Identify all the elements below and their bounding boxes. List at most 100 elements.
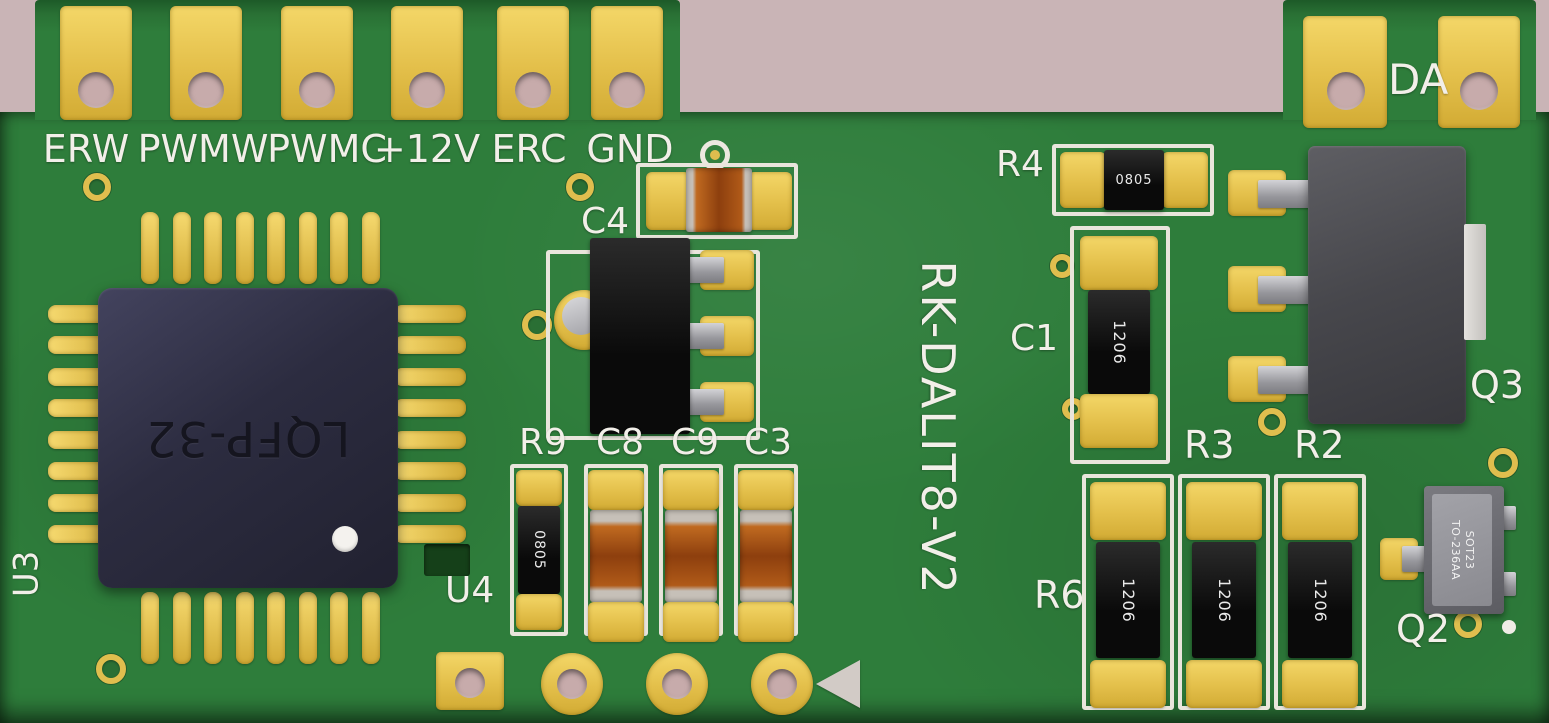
smd-pad bbox=[646, 172, 690, 230]
smd-pad bbox=[748, 172, 792, 230]
via bbox=[566, 173, 594, 201]
mcu-pin bbox=[299, 592, 317, 664]
through-hole bbox=[299, 72, 335, 108]
component-lead bbox=[1500, 572, 1516, 596]
q2-marking-line1: SOT23 bbox=[1463, 530, 1477, 570]
mcu-pin bbox=[362, 592, 380, 664]
component-lead bbox=[686, 389, 724, 415]
mcu-pin bbox=[267, 592, 285, 664]
connector-label-pwmc: PWMC bbox=[267, 127, 387, 171]
resistor-r3-marking: 1206 bbox=[1214, 577, 1234, 623]
through-hole bbox=[78, 72, 114, 108]
ref-label-c4: C4 bbox=[581, 201, 630, 242]
ref-label-r4: R4 bbox=[996, 144, 1044, 185]
resistor-r2-marking: 1206 bbox=[1310, 577, 1330, 623]
silkscreen-outline bbox=[1274, 474, 1366, 710]
silkscreen-outline bbox=[1052, 144, 1214, 216]
connector-pad bbox=[60, 6, 132, 120]
transistor-q2-face: SOT23 TO-236AA bbox=[1432, 494, 1492, 606]
connector-label-12v: +12V bbox=[373, 127, 481, 171]
ref-label-r9: R9 bbox=[519, 422, 567, 463]
capacitor-c1-body: 1206 bbox=[1088, 290, 1150, 394]
component-lead bbox=[1258, 180, 1312, 208]
via bbox=[710, 150, 720, 160]
connector-label-pwmw: PWMW bbox=[137, 127, 269, 171]
capacitor-c8-body bbox=[590, 510, 642, 602]
through-hole bbox=[1460, 72, 1498, 110]
capacitor-c4-body bbox=[686, 168, 752, 232]
smd-pad bbox=[588, 470, 644, 510]
resistor-r4-marking: 0805 bbox=[1115, 172, 1153, 188]
ref-label-u3: U3 bbox=[6, 550, 47, 598]
resistor-r3-body: 1206 bbox=[1192, 542, 1256, 658]
mcu-pin bbox=[394, 462, 466, 480]
capacitor-c9-body bbox=[665, 510, 717, 602]
mcu-pin bbox=[236, 212, 254, 284]
through-hole bbox=[767, 669, 797, 699]
mcu-pin bbox=[173, 592, 191, 664]
mcu-pin bbox=[141, 592, 159, 664]
smd-pad bbox=[1080, 394, 1158, 448]
smd-pad bbox=[1186, 482, 1262, 540]
transistor-q3-tab bbox=[1464, 224, 1486, 340]
resistor-r6-marking: 1206 bbox=[1118, 577, 1138, 623]
component-lead bbox=[1258, 366, 1312, 394]
connector-pad bbox=[281, 6, 353, 120]
ref-label-c8: C8 bbox=[595, 422, 645, 463]
connector-label-erw: ERW bbox=[42, 127, 130, 171]
ref-label-c9: C9 bbox=[670, 422, 720, 463]
resistor-r9-body: 0805 bbox=[518, 506, 560, 594]
mcu-pin bbox=[204, 212, 222, 284]
da-terminal-pad bbox=[1303, 16, 1387, 128]
smd-pad bbox=[1090, 482, 1166, 540]
through-hole bbox=[515, 72, 551, 108]
smd-pad bbox=[738, 602, 794, 642]
pin1-marker-dot bbox=[332, 526, 358, 552]
transistor-q3-body bbox=[1308, 146, 1466, 424]
smd-pad bbox=[516, 594, 562, 630]
through-hole bbox=[188, 72, 224, 108]
through-hole bbox=[455, 668, 485, 698]
mcu-pin bbox=[394, 431, 466, 449]
ref-label-c3: C3 bbox=[743, 422, 793, 463]
component-lead bbox=[1258, 276, 1312, 304]
resistor-r4-body: 0805 bbox=[1104, 150, 1164, 210]
da-terminal-pad bbox=[1438, 16, 1520, 128]
smd-pad bbox=[663, 602, 719, 642]
component-lead bbox=[686, 323, 724, 349]
smd-pad bbox=[663, 470, 719, 510]
smd-pad bbox=[1060, 152, 1106, 208]
smd-pad bbox=[1282, 660, 1358, 708]
ref-label-r2: R2 bbox=[1294, 423, 1345, 467]
smd-pad bbox=[1282, 482, 1358, 540]
regulator-body bbox=[590, 238, 690, 434]
connector-pad bbox=[391, 6, 463, 120]
resistor-r9-marking: 0805 bbox=[530, 530, 547, 570]
through-hole bbox=[557, 669, 587, 699]
silkscreen-outline bbox=[1070, 226, 1170, 464]
connector-label-erc: ERC bbox=[491, 127, 567, 171]
mcu-pin bbox=[236, 592, 254, 664]
capacitor-c1-marking: 1206 bbox=[1109, 319, 1129, 365]
silkscreen-dot bbox=[1502, 620, 1516, 634]
board-title: RK-DALIT8-V2 bbox=[911, 260, 966, 596]
ref-label-c1: C1 bbox=[1010, 318, 1059, 359]
mcu-pin bbox=[394, 494, 466, 512]
mcu-pin bbox=[204, 592, 222, 664]
board-slot bbox=[424, 544, 470, 576]
q2-marking-line2: TO-236AA bbox=[1449, 519, 1463, 581]
smd-pad bbox=[1186, 660, 1262, 708]
resistor-r6-body: 1206 bbox=[1096, 542, 1160, 658]
through-hole bbox=[1327, 72, 1365, 110]
connector-block bbox=[35, 0, 680, 120]
mcu-pin bbox=[394, 336, 466, 354]
connector-pad bbox=[497, 6, 569, 120]
via bbox=[83, 173, 111, 201]
via bbox=[1488, 448, 1518, 478]
mcu-pin bbox=[299, 212, 317, 284]
via bbox=[1454, 610, 1482, 638]
via bbox=[1258, 408, 1286, 436]
da-terminal-label: DA bbox=[1388, 55, 1449, 104]
smd-pad bbox=[738, 470, 794, 510]
